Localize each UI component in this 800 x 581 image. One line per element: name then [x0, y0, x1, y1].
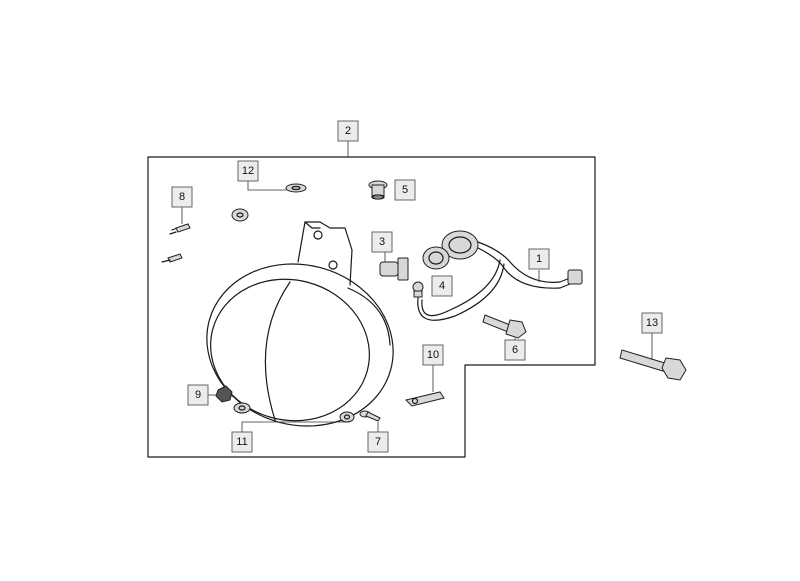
- adjust-screws-icon: [161, 223, 191, 263]
- callout-12: 12: [237, 160, 259, 182]
- callout-10: 10: [422, 344, 444, 366]
- svg-text:9: 9: [195, 389, 201, 401]
- callout-8: 8: [171, 186, 193, 208]
- callout-13: 13: [641, 312, 663, 334]
- svg-text:8: 8: [179, 191, 185, 203]
- callout-1: 1: [528, 248, 550, 270]
- svg-text:4: 4: [439, 280, 445, 292]
- clip-icon: [405, 391, 445, 407]
- adjuster-bolt-icon: [368, 180, 388, 200]
- nut-icon: [215, 385, 233, 403]
- svg-text:10: 10: [427, 349, 439, 361]
- washer-icon: [233, 402, 355, 423]
- callout-2: 2: [337, 120, 359, 142]
- small-bulb-icon: [412, 281, 424, 298]
- callout-4: 4: [431, 275, 453, 297]
- callout-9: 9: [187, 384, 209, 406]
- svg-text:12: 12: [242, 165, 254, 177]
- leader-12: [247, 180, 286, 191]
- callout-7: 7: [367, 431, 389, 453]
- assembly-group-outline: [147, 156, 596, 458]
- grommet-icon: [231, 183, 307, 222]
- callout-5: 5: [394, 179, 416, 201]
- screw-icon: [359, 410, 381, 422]
- wiring-harness: [417, 230, 583, 321]
- callout-3: 3: [371, 231, 393, 253]
- leader-11: [241, 421, 347, 432]
- svg-text:11: 11: [236, 436, 247, 448]
- bulb-icon: [379, 257, 409, 281]
- headlamp-body: [206, 221, 394, 427]
- svg-text:3: 3: [379, 236, 385, 248]
- mounting-bolt-icon: [482, 314, 527, 339]
- svg-text:7: 7: [375, 436, 381, 448]
- svg-text:13: 13: [646, 317, 658, 329]
- svg-text:6: 6: [512, 344, 518, 356]
- svg-text:5: 5: [402, 184, 408, 196]
- callout-6: 6: [504, 339, 526, 361]
- long-bolt-icon: [619, 349, 687, 381]
- svg-text:1: 1: [536, 253, 542, 265]
- callout-11: 11: [231, 431, 253, 453]
- svg-text:2: 2: [345, 125, 351, 137]
